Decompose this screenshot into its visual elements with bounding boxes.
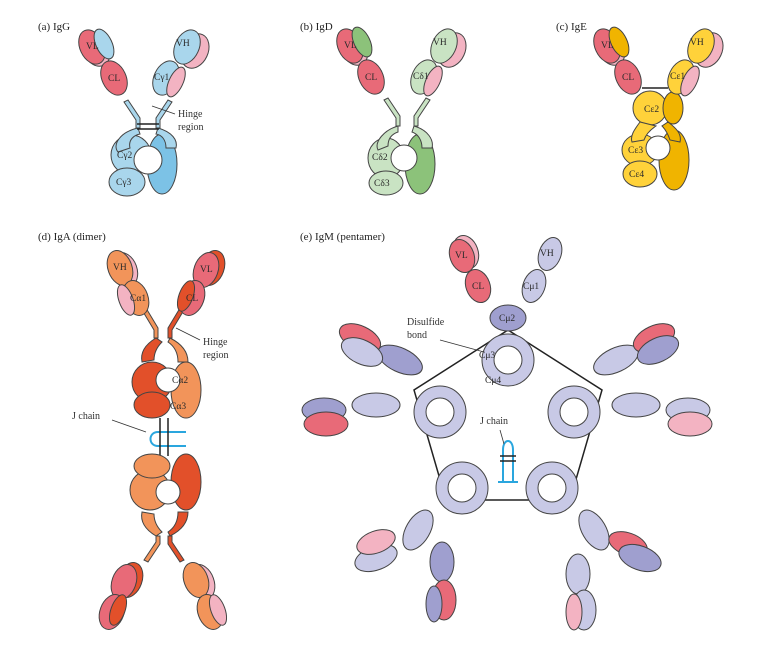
igd-vh-label: VH bbox=[433, 38, 447, 48]
igg-hinge-label-line1: Hinge bbox=[178, 109, 203, 120]
igd-ch3-label: Cδ3 bbox=[374, 179, 390, 189]
igg-hinge-label-line2: region bbox=[178, 122, 204, 133]
igm-fc-rings bbox=[413, 333, 601, 515]
igd-ch1-label: Cδ1 bbox=[413, 72, 429, 82]
igm-pentamer: VL CL VH Cμ1 Cμ2 Cμ3 Cμ4 Disulfide bond … bbox=[301, 235, 713, 631]
iga-disulfide-bonds bbox=[159, 418, 169, 456]
igm-vh-label: VH bbox=[540, 249, 554, 259]
igm-ch4-label: Cμ4 bbox=[485, 376, 501, 386]
ige-vl-label: VL bbox=[601, 41, 614, 51]
igm-disulfide-pentagon bbox=[413, 329, 603, 501]
igg-disulfide-bond bbox=[137, 123, 159, 130]
panel-title-igm: (e) IgM (pentamer) bbox=[300, 231, 385, 243]
igd-ch2-label: Cδ2 bbox=[372, 153, 388, 163]
iga-ch2-label: Cα2 bbox=[172, 376, 188, 386]
iga-j-chain-label: J chain bbox=[72, 411, 100, 422]
panel-title-iga: (d) IgA (dimer) bbox=[38, 231, 106, 243]
igg-cl-label: CL bbox=[108, 74, 120, 84]
igm-disulfide-label-line1: Disulfide bbox=[407, 317, 445, 328]
iga-hinge-label-line2: region bbox=[203, 350, 229, 361]
panel-title-igd: (b) IgD bbox=[300, 21, 333, 33]
iga-vh-label: VH bbox=[113, 263, 127, 273]
igm-j-chain-label: J chain bbox=[480, 416, 508, 427]
ige-ch4-label: Cε4 bbox=[629, 170, 644, 180]
igm-j-chain bbox=[498, 440, 518, 483]
ige-fc-region bbox=[621, 90, 690, 191]
ige-ch2-label: Cε2 bbox=[644, 105, 659, 115]
igm-ch1-label: Cμ1 bbox=[523, 282, 539, 292]
ige-molecule: VL CL VH Cε1 Cε2 Cε3 Cε4 bbox=[593, 26, 724, 191]
ige-vh-label: VH bbox=[690, 38, 704, 48]
igg-ch3-label: Cγ3 bbox=[116, 178, 132, 188]
igg-fc-region bbox=[108, 127, 178, 197]
iga-vl-label: VL bbox=[200, 265, 213, 275]
iga-ch1-label: Cα1 bbox=[130, 294, 146, 304]
iga-ch3-label: Cα3 bbox=[170, 402, 186, 412]
ige-ch3-label: Cε3 bbox=[628, 146, 643, 156]
igg-molecule: VL CL VH Cγ1 Cγ2 Cγ3 Hinge region bbox=[78, 28, 210, 197]
iga-hinge-label-line1: Hinge bbox=[203, 337, 228, 348]
igg-vh-label: VH bbox=[176, 39, 190, 49]
igm-ch3-label: Cμ3 bbox=[479, 351, 495, 361]
panel-title-ige: (c) IgE bbox=[556, 21, 587, 33]
igm-arms bbox=[301, 235, 713, 631]
ige-cl-label: CL bbox=[622, 73, 634, 83]
iga-dimer: VH Cα1 VL CL Cα2 Cα3 Hinge region J chai… bbox=[72, 250, 229, 630]
igg-vl-label: VL bbox=[86, 42, 99, 52]
igm-ch2-label: Cμ2 bbox=[499, 314, 515, 324]
igd-vl-label: VL bbox=[344, 41, 357, 51]
igm-cl-label: CL bbox=[472, 282, 484, 292]
igm-vl-label: VL bbox=[455, 251, 468, 261]
igg-ch2-label: Cγ2 bbox=[117, 151, 133, 161]
igd-molecule: VL CL VH Cδ1 Cδ2 Cδ3 bbox=[336, 26, 467, 196]
igd-cl-label: CL bbox=[365, 73, 377, 83]
panel-title-igg: (a) IgG bbox=[38, 21, 70, 33]
igm-disulfide-label-line2: bond bbox=[407, 330, 427, 341]
iga-j-chain bbox=[149, 431, 186, 447]
ige-ch1-label: Cε1 bbox=[670, 72, 685, 82]
igd-fc-region bbox=[367, 125, 436, 196]
iga-cl-label: CL bbox=[186, 294, 198, 304]
igg-ch1-label: Cγ1 bbox=[154, 73, 170, 83]
